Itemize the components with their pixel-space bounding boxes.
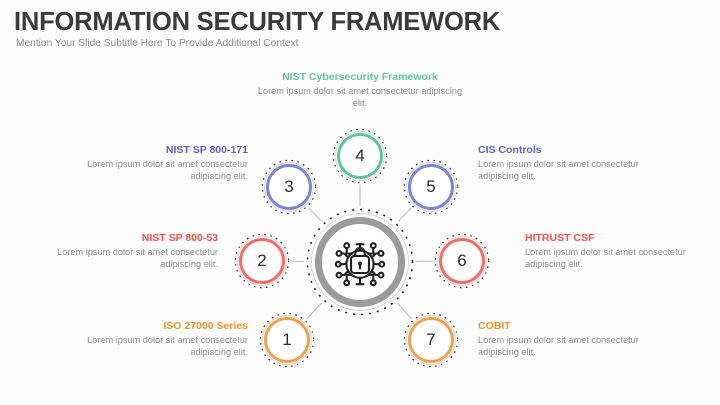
connector-hub-to-node-5 bbox=[398, 207, 412, 222]
block-heading-hitrust-csf: HITRUST CSF bbox=[525, 232, 595, 244]
block-body-nist-sp-800-53: Lorem ipsum dolor sit amet consectetur a… bbox=[57, 247, 218, 270]
node-dashed-orbit bbox=[261, 159, 317, 215]
block-heading-iso-27000-series: ISO 27000 Series bbox=[163, 320, 248, 332]
hub-ring bbox=[315, 217, 405, 307]
node-3[interactable]: 3 bbox=[261, 159, 317, 215]
connector-hub-to-node-1 bbox=[306, 302, 323, 320]
node-dashed-orbit bbox=[234, 233, 290, 289]
connector-hub-to-node-3 bbox=[308, 207, 322, 222]
node-7[interactable]: 7 bbox=[403, 312, 459, 368]
block-body-hitrust-csf: Lorem ipsum dolor sit amet consectetur a… bbox=[525, 247, 686, 270]
node-number: 4 bbox=[355, 146, 365, 165]
cyber-security-lock-icon bbox=[334, 242, 386, 287]
block-body-iso-27000-series: Lorem ipsum dolor sit amet consectetur a… bbox=[87, 335, 248, 358]
node-ring: 1 bbox=[264, 317, 310, 363]
block-heading-cis-controls: CIS Controls bbox=[478, 144, 542, 156]
node-dashed-orbit bbox=[259, 312, 315, 368]
node-6[interactable]: 6 bbox=[434, 233, 490, 289]
node-4[interactable]: 4 bbox=[332, 128, 388, 184]
node-number: 7 bbox=[426, 330, 436, 349]
text-block-hitrust-csf: HITRUST CSF Lorem ipsum dolor sit amet co… bbox=[525, 232, 695, 271]
page-subtitle: Mention Your Slide Subtitle Here To Prov… bbox=[16, 38, 299, 49]
node-ring: 6 bbox=[439, 238, 485, 284]
node-ring: 2 bbox=[239, 238, 285, 284]
central-hub[interactable] bbox=[306, 208, 414, 316]
page-title: INFORMATION SECURITY FRAMEWORK bbox=[14, 8, 501, 36]
node-number: 5 bbox=[426, 177, 436, 196]
block-heading-nist-sp-800-171: NIST SP 800-171 bbox=[165, 144, 248, 156]
node-number: 1 bbox=[282, 330, 292, 349]
block-body-cobit: Lorem ipsum dolor sit amet consectetur a… bbox=[478, 335, 639, 358]
block-body-cis-controls: Lorem ipsum dolor sit amet consectetur a… bbox=[478, 159, 639, 182]
node-number: 2 bbox=[257, 251, 267, 270]
hub-dotted-orbit bbox=[306, 208, 414, 316]
node-ring: 7 bbox=[408, 317, 454, 363]
node-5[interactable]: 5 bbox=[403, 159, 459, 215]
node-ring: 5 bbox=[408, 164, 454, 210]
block-heading-nist-csf: NIST Cybersecurity Framework bbox=[282, 71, 438, 83]
node-number: 3 bbox=[284, 177, 294, 196]
block-heading-nist-sp-800-53: NIST SP 800-53 bbox=[141, 232, 218, 244]
node-1[interactable]: 1 bbox=[259, 312, 315, 368]
node-ring: 4 bbox=[337, 133, 383, 179]
node-number: 6 bbox=[457, 251, 467, 270]
node-dashed-orbit bbox=[403, 159, 459, 215]
block-body-nist-sp-800-171: Lorem ipsum dolor sit amet consectetur a… bbox=[87, 159, 248, 182]
block-body-nist-csf: Lorem ipsum dolor sit amet consectetur a… bbox=[257, 86, 463, 109]
node-dashed-orbit bbox=[434, 233, 490, 289]
node-2[interactable]: 2 bbox=[234, 233, 290, 289]
text-block-cobit: COBIT Lorem ipsum dolor sit amet consecte… bbox=[478, 320, 648, 359]
block-heading-cobit: COBIT bbox=[478, 320, 511, 332]
connector-hub-to-node-7 bbox=[397, 303, 413, 320]
node-ring: 3 bbox=[266, 164, 312, 210]
node-dashed-orbit bbox=[332, 128, 388, 184]
node-dashed-orbit bbox=[403, 312, 459, 368]
